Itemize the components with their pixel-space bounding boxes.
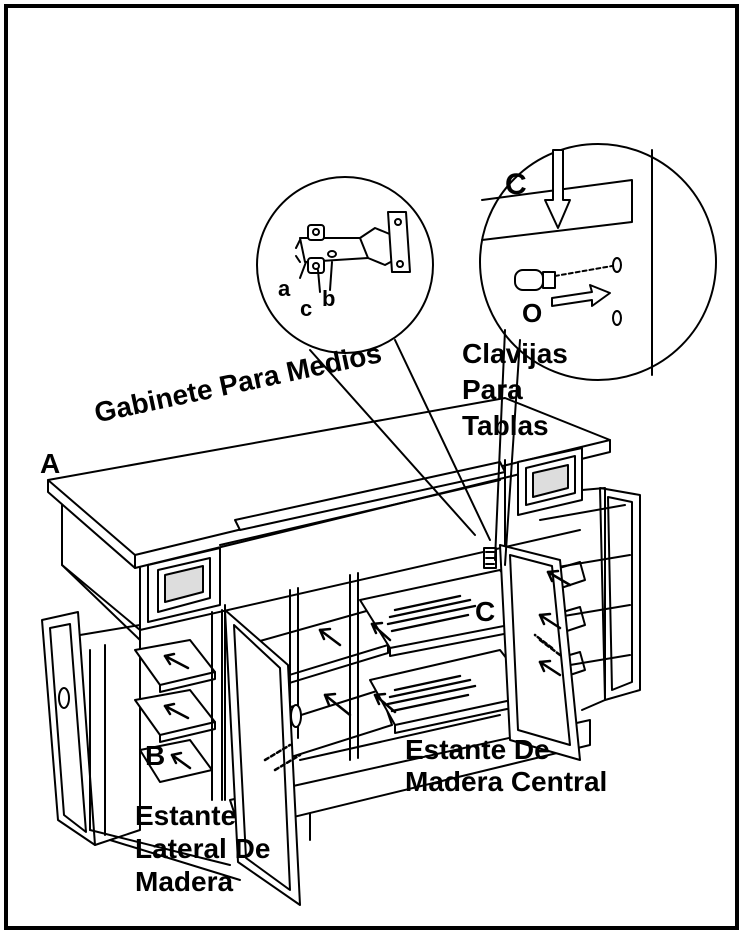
left-side xyxy=(41,609,302,906)
detail-c-letter: C xyxy=(505,168,527,201)
shelf-pin-detail-circle xyxy=(479,143,717,566)
pin-part-letter: O xyxy=(522,298,543,328)
side-shelf-label-line3: Madera xyxy=(135,866,234,897)
right-side xyxy=(483,487,641,761)
side-shelf-label-line2: Lateral De xyxy=(135,833,271,864)
cabinet-body xyxy=(61,447,583,641)
center-shelf-label-line2: Madera Central xyxy=(405,766,608,797)
shelf-pin-label-line3: Tablas xyxy=(462,410,549,441)
hinge-label-a: a xyxy=(278,276,291,301)
shelf-pin-label-line1: Clavijas xyxy=(462,338,568,369)
shelf-pin-label-line2: Para xyxy=(462,374,523,405)
part-b-letter: B xyxy=(145,740,166,771)
hinge-label-b: b xyxy=(322,286,336,311)
hinge-detail-circle xyxy=(256,176,491,541)
part-c-letter: C xyxy=(475,596,496,627)
hinge-label-c: c xyxy=(300,296,313,321)
side-shelf-label-line1: Estante xyxy=(135,800,237,831)
center-shelf-label-line1: Estante De xyxy=(405,734,550,765)
cabinet-top xyxy=(47,397,611,569)
part-a-letter: A xyxy=(40,448,61,479)
shelf-arrows xyxy=(163,569,572,772)
